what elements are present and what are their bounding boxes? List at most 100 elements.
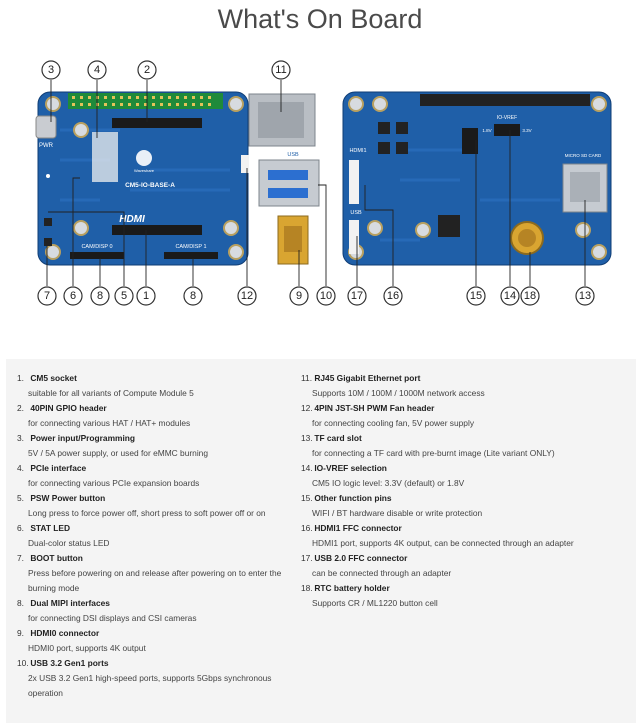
feature-title: CM5 socket <box>30 373 77 383</box>
feature-number: 12. <box>301 403 313 413</box>
feature-item: 10. USB 3.2 Gen1 ports 2x USB 3.2 Gen1 hi… <box>17 656 317 701</box>
v33-label: 3.3V <box>522 128 531 133</box>
feature-item: 17. USB 2.0 FFC connector can be connecte… <box>301 551 601 581</box>
callout-5: 5 <box>114 286 134 306</box>
svg-text:14: 14 <box>504 290 516 302</box>
svg-text:15: 15 <box>470 290 482 302</box>
pcie-connector <box>92 132 118 182</box>
iovref-label: IO-VREF <box>497 115 517 121</box>
feature-number: 1. <box>17 373 24 383</box>
feature-heading: 18. RTC battery holder <box>301 581 601 596</box>
cam-disp1-connector <box>164 252 218 259</box>
feature-item: 1. CM5 socket suitable for all variants o… <box>17 371 317 401</box>
back-board: HDMI1 USB IO-VREF 1.8V 3.3V MICRO SD CAR… <box>342 91 612 266</box>
feature-title: Dual MIPI interfaces <box>30 598 110 608</box>
feature-heading: 7. BOOT button <box>17 551 317 566</box>
svg-text:8: 8 <box>190 290 196 302</box>
feature-number: 11. <box>301 373 313 383</box>
callout-18: 18 <box>520 286 540 306</box>
feature-heading: 2. 40PIN GPIO header <box>17 401 317 416</box>
feature-heading: 12. 4PIN JST-SH PWM Fan header <box>301 401 601 416</box>
feature-list-panel: 1. CM5 socket suitable for all variants o… <box>6 359 636 723</box>
feature-number: 2. <box>17 403 24 413</box>
pwr-label: PWR <box>39 143 54 149</box>
feature-description: 2x USB 3.2 Gen1 high-speed ports, suppor… <box>28 673 272 683</box>
feature-title: RJ45 Gigabit Ethernet port <box>314 373 421 383</box>
feature-description: Dual-color status LED <box>28 538 110 548</box>
feature-title: PSW Power button <box>30 493 106 503</box>
callout-11: 11 <box>271 60 291 80</box>
page-title: What's On Board <box>217 4 423 34</box>
feature-title: USB 3.2 Gen1 ports <box>30 658 109 668</box>
feature-title: HDMI0 connector <box>30 628 100 638</box>
feature-title: BOOT button <box>30 553 83 563</box>
svg-text:3: 3 <box>48 64 54 76</box>
svg-text:9: 9 <box>296 290 302 302</box>
cam1-label: CAM/DISP 1 <box>175 244 206 250</box>
feature-description: for connecting DSI displays and CSI came… <box>28 613 197 623</box>
feature-heading: 4. PCIe interface <box>17 461 317 476</box>
callout-1: 1 <box>136 286 156 306</box>
fan-header <box>241 155 249 173</box>
gpio-header <box>68 93 223 109</box>
feature-number: 15. <box>301 493 313 503</box>
feature-number: 18. <box>301 583 313 593</box>
feature-number: 17. <box>301 553 313 563</box>
board-diagram: PWR Waveshare CM5-IO-BASE-A HDMI CAM/DIS… <box>35 60 612 306</box>
feature-number: 9. <box>17 628 24 638</box>
feature-description: Supports CR / ML1220 button cell <box>312 598 438 608</box>
feature-heading: 5. PSW Power button <box>17 491 317 506</box>
feature-description: Long press to force power off, short pre… <box>28 508 266 518</box>
callout-8b: 8 <box>183 286 203 306</box>
cm5-connector-bottom <box>112 225 202 235</box>
feature-title: TF card slot <box>314 433 362 443</box>
hdmi-logo: HDMI <box>119 214 145 225</box>
svg-text:10: 10 <box>320 290 332 302</box>
cam0-label: CAM/DISP 0 <box>81 244 112 250</box>
feature-description: suitable for all variants of Compute Mod… <box>28 388 194 398</box>
v18-label: 1.8V <box>482 128 491 133</box>
feature-heading: 11. RJ45 Gigabit Ethernet port <box>301 371 601 386</box>
feature-number: 14. <box>301 463 313 473</box>
cm5-connector-top <box>112 118 202 128</box>
svg-text:5: 5 <box>121 290 127 302</box>
hdmi1-ffc <box>349 160 359 204</box>
svg-text:1: 1 <box>143 290 149 302</box>
svg-text:17: 17 <box>351 290 363 302</box>
feature-item: 8. Dual MIPI interfaces for connecting DS… <box>17 596 317 626</box>
feature-description: Press before powering on and release aft… <box>28 568 282 578</box>
feature-title: STAT LED <box>30 523 71 533</box>
feature-number: 16. <box>301 523 313 533</box>
feature-heading: 8. Dual MIPI interfaces <box>17 596 317 611</box>
svg-text:18: 18 <box>524 290 536 302</box>
feature-heading: 13. TF card slot <box>301 431 601 446</box>
feature-number: 5. <box>17 493 24 503</box>
callout-7: 7 <box>37 286 57 306</box>
leader-lines <box>46 80 586 286</box>
feature-number: 10. <box>17 658 29 668</box>
usb-c-port <box>35 115 57 139</box>
svg-text:2: 2 <box>144 64 150 76</box>
feature-title: USB 2.0 FFC connector <box>314 553 408 563</box>
feature-description: HDMI0 port, supports 4K output <box>28 643 146 653</box>
feature-description: burning mode <box>28 583 80 593</box>
usb-ffc-label: USB <box>350 210 362 216</box>
feature-title: 40PIN GPIO header <box>30 403 107 413</box>
feature-description: WIFI / BT hardware disable or write prot… <box>312 508 483 518</box>
callout-9: 9 <box>289 286 309 306</box>
usb-label: USB <box>287 152 299 158</box>
feature-number: 7. <box>17 553 24 563</box>
feature-title: PCIe interface <box>30 463 87 473</box>
iovref-jumper <box>494 124 520 136</box>
svg-text:7: 7 <box>44 290 50 302</box>
feature-title: HDMI1 FFC connector <box>314 523 402 533</box>
feature-description: 5V / 5A power supply, or used for eMMC b… <box>28 448 208 458</box>
feature-description: can be connected through an adapter <box>312 568 452 578</box>
feature-description: HDMI1 port, supports 4K output, can be c… <box>312 538 574 548</box>
brand-label: Waveshare <box>134 168 155 173</box>
